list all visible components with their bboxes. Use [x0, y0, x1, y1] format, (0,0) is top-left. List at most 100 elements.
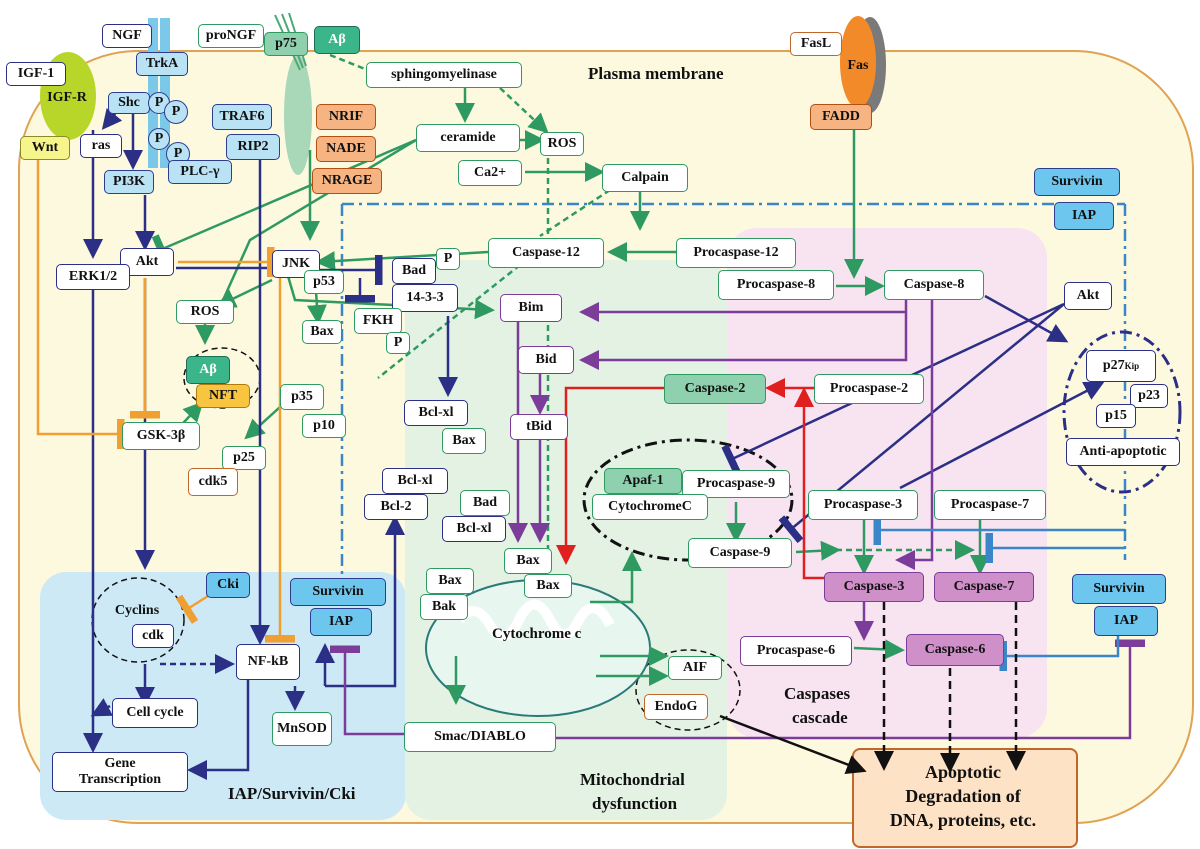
abeta-mid-node: Aβ — [186, 356, 230, 384]
trka-node: TrkA — [136, 52, 188, 76]
ros-top-node: ROS — [540, 132, 584, 156]
fas-node: Fas — [847, 58, 869, 73]
iap-region-label: IAP/Survivin/Cki — [228, 784, 356, 803]
p35-node: p35 — [280, 384, 324, 410]
tbid-node: tBid — [510, 414, 568, 440]
pro-ngf-node: proNGF — [198, 24, 264, 48]
traf6-node: TRAF6 — [212, 104, 272, 130]
gsk3b-node: GSK-3β — [122, 422, 200, 450]
p75-node: p75 — [264, 32, 308, 56]
cell-cycle-node: Cell cycle — [112, 698, 198, 728]
fasl-node: FasL — [790, 32, 842, 56]
nrif-node: NRIF — [316, 104, 376, 130]
rip2-node: RIP2 — [226, 134, 280, 160]
bcl2-node: Bcl-2 — [364, 494, 428, 520]
cki-node: Cki — [206, 572, 250, 598]
cytochrome-c-label: Cytochrome c — [492, 626, 582, 642]
p-phospho-c: P — [148, 128, 170, 150]
bid-node: Bid — [518, 346, 574, 374]
plc-gamma-node: PLC-γ — [168, 160, 232, 184]
shc-node: Shc — [108, 92, 150, 114]
plasma-membrane-label: Plasma membrane — [588, 64, 724, 83]
gene-transcription-line2: Transcription — [78, 772, 162, 787]
p10-node: p10 — [302, 414, 346, 438]
nfkb-node: NF-kB — [236, 644, 300, 680]
procaspase3-node: Procaspase-3 — [808, 490, 918, 520]
p75-receptor-shape — [284, 55, 312, 175]
bim-node: Bim — [500, 294, 562, 322]
bax-2-node: Bax — [504, 548, 552, 574]
procaspase12-node: Procaspase-12 — [676, 238, 796, 268]
mito-label-line2: dysfunction — [592, 794, 678, 813]
p15-node: p15 — [1096, 404, 1136, 428]
cdk5-node: cdk5 — [188, 468, 238, 496]
ca2-node: Ca2+ — [458, 160, 522, 186]
caspase8-node: Caspase-8 — [884, 270, 984, 300]
fas-receptor-shape — [840, 16, 876, 108]
iap-br-node: IAP — [1094, 606, 1158, 636]
bad-2-node: Bad — [460, 490, 510, 516]
apoptotic-line2: Degradation of — [905, 786, 1021, 806]
endog-node: EndoG — [644, 694, 708, 720]
caspase9-node: Caspase-9 — [688, 538, 792, 568]
caspase12-node: Caspase-12 — [488, 238, 604, 268]
bax-3-node: Bax — [524, 574, 572, 598]
p23-node: p23 — [1130, 384, 1168, 408]
abeta-top-node: Aβ — [314, 26, 360, 54]
pi3k-node: PI3K — [104, 170, 154, 194]
apaf1-node: Apaf-1 — [604, 468, 682, 494]
calpain-node: Calpain — [602, 164, 688, 192]
caspase3-node: Caspase-3 — [824, 572, 924, 602]
bax-jnk-node: Bax — [302, 320, 342, 344]
mnsod-node: MnSOD — [272, 712, 332, 746]
ceramide-node: ceramide — [416, 124, 520, 152]
igf1-node: IGF-1 — [6, 62, 66, 86]
cdk-node: cdk — [132, 624, 174, 648]
fadd-node: FADD — [810, 104, 872, 130]
bclxl-3-node: Bcl-xl — [442, 516, 506, 542]
ras-node: ras — [80, 134, 122, 158]
cytochromec2-node: CytochromeC — [592, 494, 708, 520]
gene-transcription-node: Gene Transcription — [52, 752, 188, 792]
apoptotic-line3: DNA, proteins, etc. — [889, 810, 1037, 830]
sphingomyelinase-node: sphingomyelinase — [366, 62, 522, 88]
akt-right-node: Akt — [1064, 282, 1112, 310]
p25-node: p25 — [222, 446, 266, 470]
bclxl-2-node: Bcl-xl — [382, 468, 448, 494]
aif-node: AIF — [668, 656, 722, 680]
cyclins-node: Cyclins — [114, 603, 160, 618]
procaspase2-node: Procaspase-2 — [814, 374, 924, 404]
anti-apoptotic-node: Anti-apoptotic — [1066, 438, 1180, 466]
survivin-br-node: Survivin — [1072, 574, 1166, 604]
caspase-label-line2: cascade — [792, 708, 848, 727]
mito-label-line1: Mitochondrial — [580, 770, 685, 789]
x1433-node: 14-3-3 — [392, 284, 458, 312]
procaspase6-node: Procaspase-6 — [740, 636, 852, 666]
p-phospho-b: P — [164, 100, 188, 124]
nade-node: NADE — [316, 136, 376, 162]
caspase-label-line1: Caspases — [784, 684, 851, 703]
bax-1-node: Bax — [442, 428, 486, 454]
p27-label: p27 — [1102, 358, 1125, 373]
gene-transcription-line1: Gene — [104, 756, 136, 771]
fkh-node: FKH — [354, 308, 402, 334]
ros-left-node: ROS — [176, 300, 234, 324]
nft-node: NFT — [196, 384, 250, 408]
p-fkh-node: P — [386, 332, 410, 354]
caspase6-node: Caspase-6 — [906, 634, 1004, 666]
p53-node: p53 — [304, 270, 344, 294]
iap-left-node: IAP — [310, 608, 372, 636]
procaspase7-node: Procaspase-7 — [934, 490, 1046, 520]
bax-4-node: Bax — [426, 568, 474, 594]
wnt-node: Wnt — [20, 136, 70, 160]
ngf-node: NGF — [102, 24, 152, 48]
caspase2-node: Caspase-2 — [664, 374, 766, 404]
bclxl-1-node: Bcl-xl — [404, 400, 468, 426]
p-jnk-node: P — [436, 248, 460, 270]
iap-right-top-node: IAP — [1054, 202, 1114, 230]
jnk-node: JNK — [272, 250, 320, 278]
bak-node: Bak — [420, 594, 468, 620]
caspase7-node: Caspase-7 — [934, 572, 1034, 602]
